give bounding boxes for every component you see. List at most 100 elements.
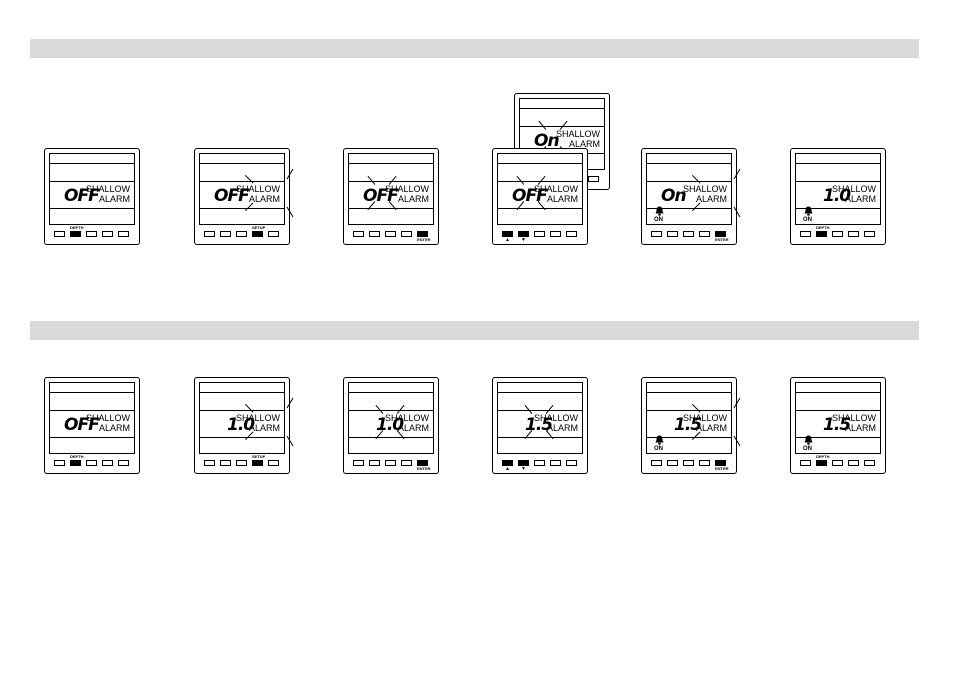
depth-value: 1.5 (525, 415, 553, 435)
key-5[interactable] (566, 231, 577, 237)
key-5[interactable] (566, 460, 577, 466)
screen-divider (200, 181, 284, 182)
key-1[interactable] (204, 460, 215, 466)
key-1[interactable] (54, 460, 65, 466)
screen-divider (796, 392, 880, 393)
key-2[interactable] (369, 460, 380, 466)
flash-ray (559, 120, 568, 130)
flash-ray (244, 403, 254, 413)
key-3[interactable] (832, 231, 843, 237)
flash-ray (524, 404, 533, 414)
key-2[interactable] (518, 231, 529, 237)
key-2[interactable] (220, 231, 231, 237)
key-4[interactable] (848, 460, 859, 466)
key-2[interactable] (518, 460, 529, 466)
key-4[interactable] (699, 231, 710, 237)
flash-ray (388, 175, 397, 185)
key-3[interactable] (86, 460, 97, 466)
screen-divider (647, 181, 731, 182)
key-4[interactable] (550, 460, 561, 466)
label-line-2: ALARM (98, 423, 130, 433)
screen-divider (647, 437, 731, 438)
flash-ray (244, 202, 254, 212)
key-4[interactable] (550, 231, 561, 237)
label-line-2: ALARM (844, 194, 876, 204)
key-4[interactable] (848, 231, 859, 237)
key-3[interactable] (683, 231, 694, 237)
key-2[interactable] (70, 460, 81, 466)
enter-key-label: ENTER (715, 466, 729, 471)
key-2[interactable] (816, 460, 827, 466)
bell-icon (804, 206, 813, 216)
flash-ray (691, 202, 701, 212)
label-line-1: SHALLOW (85, 413, 130, 423)
key-4[interactable] (401, 460, 412, 466)
screen-divider (498, 208, 582, 209)
flash-rays (691, 397, 741, 447)
key-5[interactable] (417, 460, 428, 466)
key-1[interactable] (502, 460, 513, 466)
key-5[interactable] (417, 231, 428, 237)
key-1[interactable] (204, 231, 215, 237)
key-1[interactable] (353, 231, 364, 237)
key-5[interactable] (864, 460, 875, 466)
screen-divider (200, 392, 284, 393)
key-3[interactable] (86, 231, 97, 237)
label-line-1: SHALLOW (384, 413, 429, 423)
key-2[interactable] (667, 231, 678, 237)
key-3[interactable] (385, 231, 396, 237)
key-3[interactable] (683, 460, 694, 466)
key-2[interactable] (220, 460, 231, 466)
key-1[interactable] (54, 231, 65, 237)
key-5[interactable] (715, 460, 726, 466)
screen-divider (50, 163, 134, 164)
key-5[interactable] (118, 460, 129, 466)
key-1[interactable] (800, 460, 811, 466)
key-3[interactable] (534, 460, 545, 466)
screen-divider (498, 163, 582, 164)
key-4[interactable] (401, 231, 412, 237)
key-4[interactable] (102, 460, 113, 466)
key-4[interactable] (252, 460, 263, 466)
depth-value: 1.5 (823, 415, 851, 435)
key-1[interactable] (502, 231, 513, 237)
key-4[interactable] (102, 231, 113, 237)
key-4[interactable] (252, 231, 263, 237)
key-5[interactable] (118, 231, 129, 237)
section-header-row-1 (30, 39, 919, 58)
key-3[interactable] (832, 460, 843, 466)
screen-divider (498, 392, 582, 393)
key-5[interactable] (864, 231, 875, 237)
screen-divider (349, 410, 433, 411)
key-5[interactable] (715, 231, 726, 237)
key-3[interactable] (236, 460, 247, 466)
key-3[interactable] (534, 231, 545, 237)
key-2[interactable] (369, 231, 380, 237)
key-1[interactable] (800, 231, 811, 237)
key-5[interactable] (268, 460, 279, 466)
flash-rays (367, 175, 397, 211)
key-5[interactable] (588, 176, 599, 182)
key-1[interactable] (651, 231, 662, 237)
key-2[interactable] (70, 231, 81, 237)
key-3[interactable] (236, 231, 247, 237)
flash-ray (286, 206, 294, 218)
screen-divider (349, 392, 433, 393)
key-1[interactable] (651, 460, 662, 466)
key-5[interactable] (268, 231, 279, 237)
key-4[interactable] (699, 460, 710, 466)
key-2[interactable] (667, 460, 678, 466)
bell-icon (655, 206, 664, 216)
key-1[interactable] (353, 460, 364, 466)
screen-divider (50, 410, 134, 411)
key-2[interactable] (816, 231, 827, 237)
key-3[interactable] (385, 460, 396, 466)
